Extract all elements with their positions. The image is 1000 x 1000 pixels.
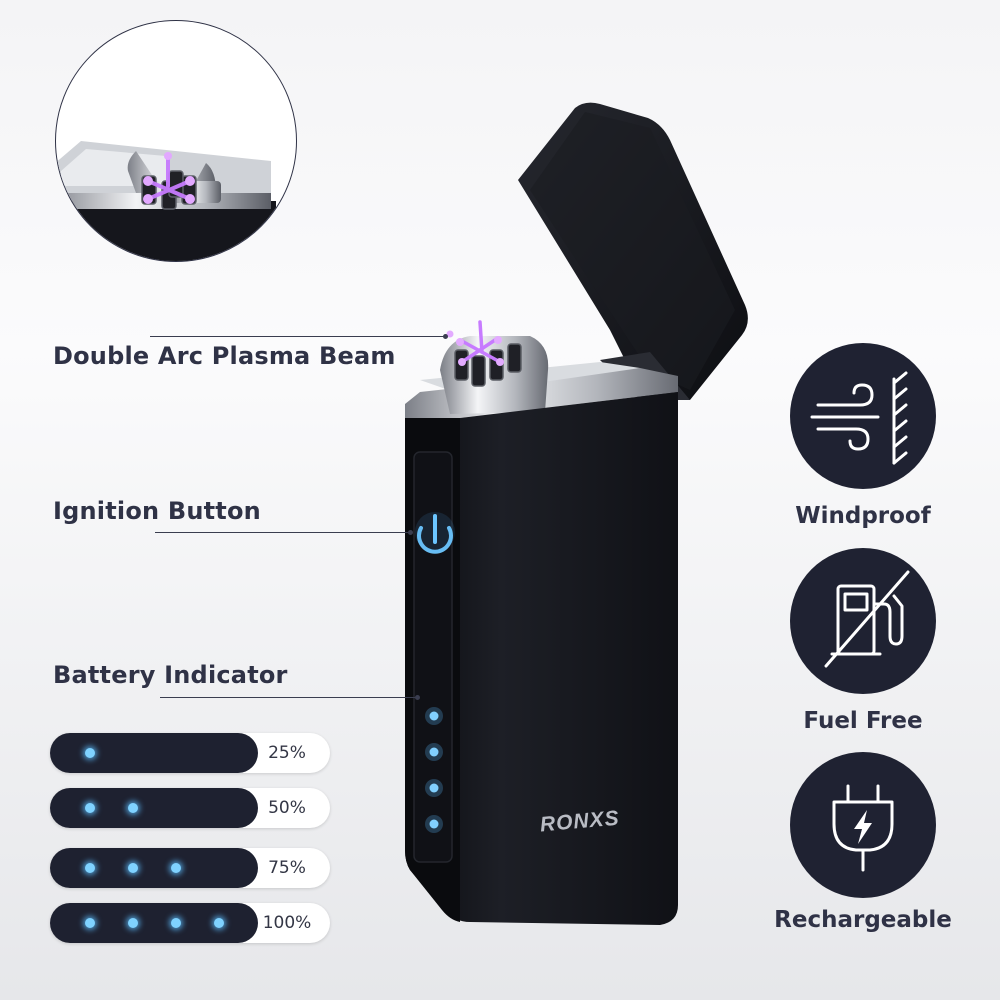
battery-row-75: 75% (50, 848, 330, 888)
battery-led (171, 863, 181, 873)
battery-led (85, 803, 95, 813)
callout-plasma-beam: Double Arc Plasma Beam (53, 342, 396, 370)
battery-row-50: 50% (50, 788, 330, 828)
rechargeable-badge (790, 752, 936, 898)
leader-dot-plasma (443, 334, 448, 339)
leader-line-plasma (150, 336, 445, 337)
closeup-arc-illustration (56, 141, 276, 261)
fuel-free-badge (790, 548, 936, 694)
battery-led (128, 863, 138, 873)
battery-percent: 50% (268, 798, 306, 818)
callout-battery-indicator: Battery Indicator (53, 661, 288, 689)
battery-led (128, 918, 138, 928)
battery-row-25: 25% (50, 733, 330, 773)
feature-label-windproof: Windproof (795, 503, 931, 529)
leader-line-battery (160, 697, 417, 698)
battery-led (171, 918, 181, 928)
battery-percent: 75% (268, 858, 306, 878)
battery-led (214, 918, 224, 928)
callout-ignition-button: Ignition Button (53, 497, 261, 525)
battery-led (85, 863, 95, 873)
battery-led (85, 918, 95, 928)
windproof-badge (790, 343, 936, 489)
leader-dot-battery (415, 695, 420, 700)
plug-bolt-icon (832, 784, 894, 872)
feature-label-fuel-free: Fuel Free (803, 708, 923, 734)
feature-label-rechargeable: Rechargeable (774, 907, 952, 933)
battery-led (128, 803, 138, 813)
no-fuel-pump-icon (824, 570, 910, 668)
wind-wall-icon (810, 371, 908, 465)
leader-line-ignition (155, 532, 410, 533)
leader-dot-ignition (408, 530, 413, 535)
battery-percent: 25% (268, 743, 306, 763)
battery-led (85, 748, 95, 758)
battery-percent: 100% (262, 913, 312, 933)
battery-row-100: 100% (50, 903, 330, 943)
plasma-closeup-inset (55, 20, 297, 262)
